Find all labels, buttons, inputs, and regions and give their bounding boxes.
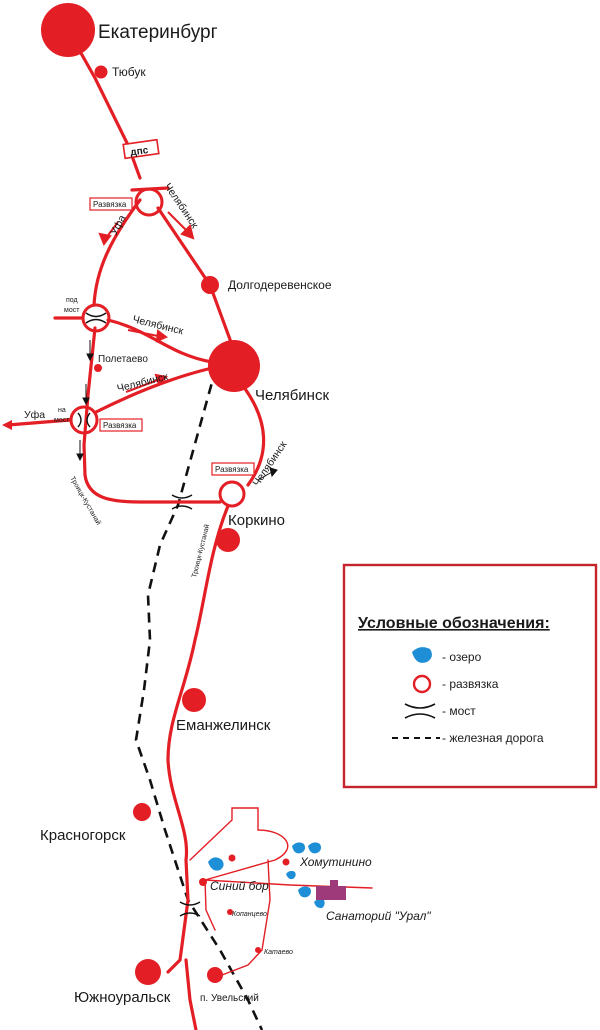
label-under-bridge-1: под — [66, 297, 78, 304]
label-p-uvelsky: п. Увельский — [200, 993, 259, 1004]
city-icon — [282, 858, 290, 866]
road-poletaevo-chelyabinsk — [106, 318, 214, 364]
road-yuzhnouralsk-south — [184, 958, 198, 1030]
direction-arrows-chelyabinsk — [98, 211, 195, 393]
interchange-icon — [218, 480, 246, 508]
road-ekb-north — [66, 28, 142, 180]
label-ufa-top: Уфа — [108, 213, 129, 237]
svg-text:Развязка: Развязка — [103, 421, 137, 430]
road-local-4 — [204, 879, 216, 931]
label-ufa-west: Уфа — [24, 409, 45, 421]
legend-railway-label: - железная дорога — [442, 731, 544, 745]
legend: Условные обозначения: - озеро - развязка… — [342, 563, 598, 789]
label-khomutinino: Хомутинино — [299, 855, 372, 869]
razvyazka-badge: Развязка — [89, 197, 133, 211]
interchange-icon — [412, 674, 432, 694]
road-ufa-west — [6, 418, 72, 427]
dps-badge: дпс — [122, 138, 160, 160]
railway-line — [134, 367, 264, 1030]
city-icon — [182, 688, 206, 712]
label-sanatoriy-ural: Санаторий "Урал" — [326, 909, 431, 923]
label-ekaterinburg: Екатеринбург — [98, 22, 218, 43]
road-south-main — [166, 504, 230, 974]
label-kopantsevo: Копанцево — [232, 911, 267, 918]
label-yuzhnouralsk: Южноуральск — [74, 989, 171, 1006]
direction-arrows — [76, 340, 94, 462]
interchange-icon — [134, 187, 164, 217]
city-icon — [201, 276, 219, 294]
label-on-bridge-1: на — [58, 407, 66, 414]
city-icon — [41, 3, 95, 57]
label-kataevo: Катаево — [264, 949, 293, 956]
label-dolgoderevenskoe: Долгодеревенское — [228, 278, 332, 292]
arrow-ufa-west — [2, 420, 12, 430]
label-chelyabinsk-korkino: Челябинск — [251, 439, 290, 489]
razvyazka-badge: Развязка — [99, 418, 143, 432]
label-under-bridge-2: мост — [64, 307, 80, 314]
interchange-icon — [81, 303, 111, 333]
label-tyubuk: Тюбук — [112, 65, 146, 79]
razvyazka-badge: Развязка — [211, 462, 255, 476]
road-west-corridor — [82, 326, 222, 504]
label-siniy-bor: Синий бор — [210, 879, 269, 893]
interchange-icon — [69, 405, 99, 435]
city-icon — [255, 947, 261, 953]
legend-lake-label: - озеро — [442, 650, 482, 664]
sanatorium-building — [316, 886, 346, 900]
label-krasnogorsk: Красногорск — [40, 827, 126, 844]
city-icon — [135, 959, 161, 985]
city-icon — [228, 854, 236, 862]
lake-icon — [412, 647, 432, 663]
svg-text:Развязка: Развязка — [93, 200, 127, 209]
city-icon — [227, 909, 233, 915]
legend-title: Условные обозначения: — [358, 615, 550, 632]
svg-text:дпс: дпс — [130, 145, 150, 158]
label-korkino: Коркино — [228, 512, 285, 529]
city-icon — [208, 340, 260, 392]
city-icon — [94, 364, 102, 372]
city-icon — [94, 65, 108, 79]
bridge-icon — [77, 312, 201, 917]
city-icon — [216, 528, 240, 552]
city-icon — [199, 878, 207, 886]
label-on-bridge-2: мост — [54, 417, 70, 424]
svg-text:Развязка: Развязка — [215, 465, 249, 474]
direction-arrows-korkino — [257, 467, 278, 481]
road-west-branch — [92, 198, 142, 307]
label-chelyabinsk: Челябинск — [255, 387, 329, 404]
legend-interchange-label: - развязка — [442, 677, 499, 691]
lake-icon — [208, 842, 325, 909]
legend-bridge-label: - мост — [442, 704, 476, 718]
road-local-1 — [189, 807, 289, 881]
city-icon — [133, 803, 151, 821]
road-ufa-chelyabinsk — [94, 366, 214, 414]
road-local-3 — [221, 859, 271, 976]
bridge-icon — [404, 703, 436, 719]
label-poletaevo: Полетаево — [98, 354, 148, 365]
sanatorium-annex — [330, 880, 338, 888]
label-emanzhelinsk: Еманжелинск — [176, 717, 271, 734]
city-icon — [207, 967, 223, 983]
